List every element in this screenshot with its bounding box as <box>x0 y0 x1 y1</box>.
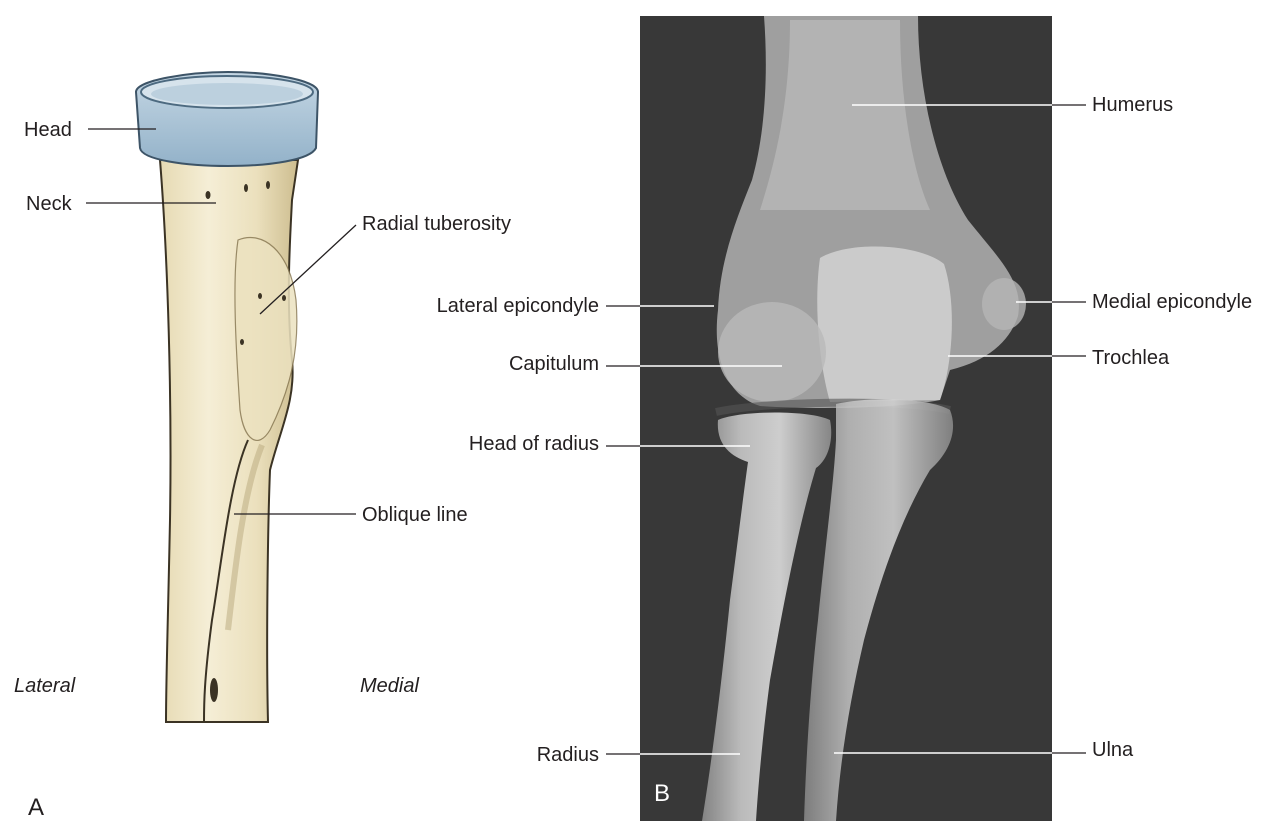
label-lateral-epicondyle: Lateral epicondyle <box>436 295 599 317</box>
panel-b-leaders-inner <box>640 104 1052 755</box>
label-oblique-line: Oblique line <box>362 504 468 526</box>
elbow-xray <box>640 16 1052 821</box>
label-lateral: Lateral <box>14 675 76 697</box>
label-radial-tuberosity: Radial tuberosity <box>362 213 511 235</box>
panel-b-leaders-outer <box>606 104 1086 755</box>
label-humerus: Humerus <box>1092 94 1174 116</box>
label-neck: Neck <box>26 193 72 215</box>
panel-letter-a: A <box>28 794 45 821</box>
label-trochlea: Trochlea <box>1092 347 1170 369</box>
label-radius: Radius <box>536 744 599 766</box>
leader-radial-tuberosity <box>259 224 357 315</box>
label-head: Head <box>24 119 72 141</box>
xray-radius <box>702 412 832 821</box>
panel-a-leaders <box>86 128 357 515</box>
label-ulna: Ulna <box>1092 739 1134 761</box>
label-capitulum: Capitulum <box>508 353 599 375</box>
radius-shaft <box>158 159 300 723</box>
xray-capitulum <box>718 302 826 402</box>
oblique-line-shape <box>203 439 249 723</box>
xray-ulna <box>804 399 954 821</box>
radial-tuberosity-shape <box>234 236 298 441</box>
panel-letter-b: B <box>654 780 671 807</box>
label-medial: Medial <box>360 675 419 697</box>
xray-medial-epicondyle <box>982 278 1026 330</box>
radius-bone-illustration <box>134 70 320 723</box>
label-head-of-radius: Head of radius <box>468 433 599 455</box>
label-medial-epicondyle: Medial epicondyle <box>1092 291 1253 313</box>
xray-trochlea <box>817 246 952 402</box>
